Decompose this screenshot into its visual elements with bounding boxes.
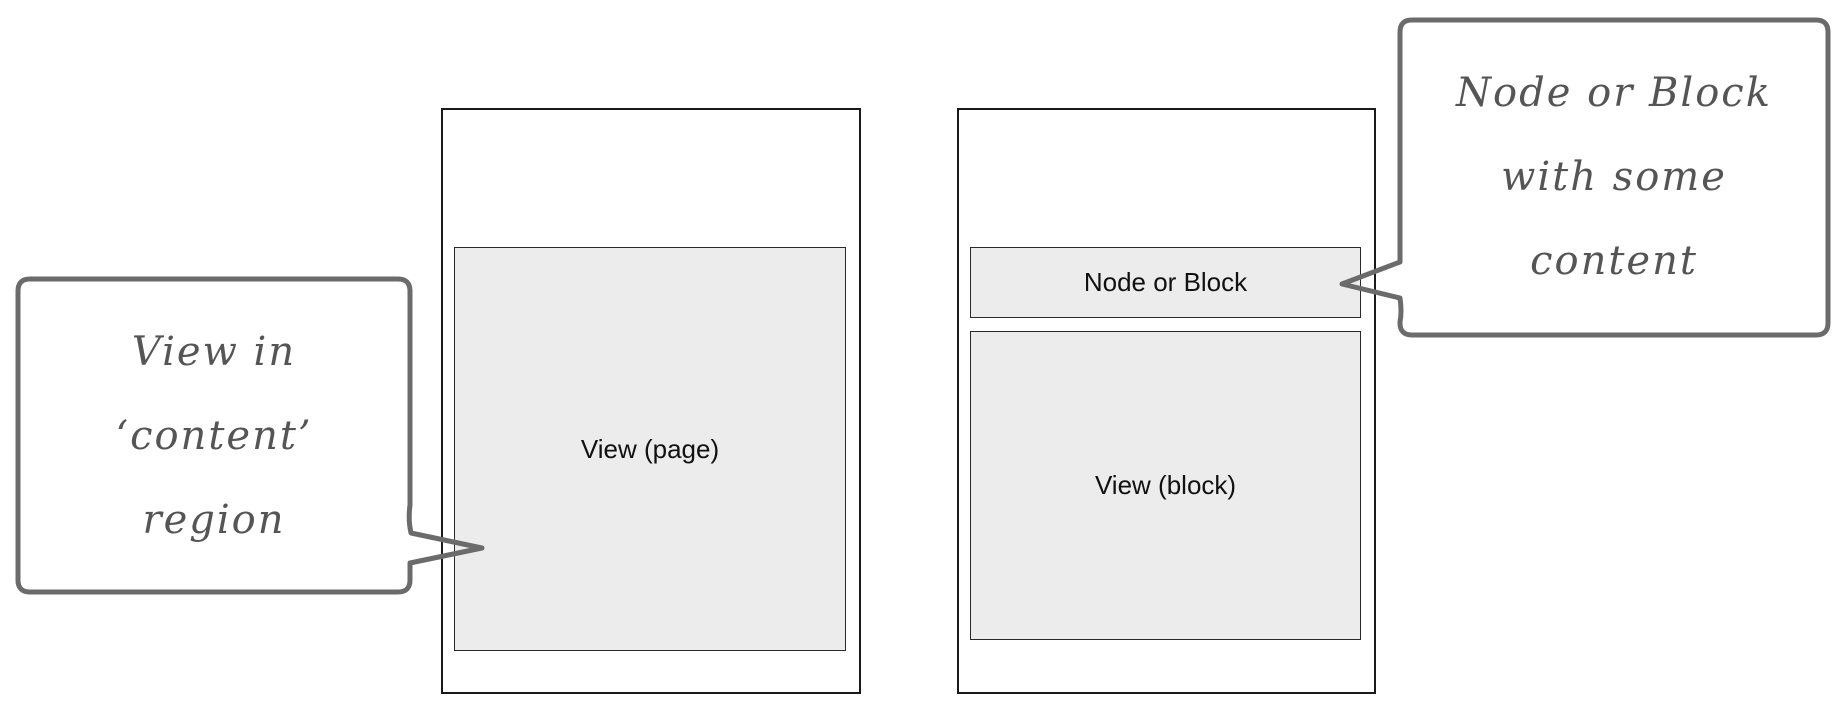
right-callout-line: content — [1530, 238, 1698, 284]
left-callout-text: View in ‘content’ region — [22, 284, 406, 588]
node-or-block-region: Node or Block — [970, 247, 1361, 318]
right-callout-text: Node or Block with some content — [1404, 24, 1824, 330]
view-block-label: View (block) — [1094, 470, 1237, 500]
right-callout-bubble — [1339, 17, 1831, 338]
right-callout-line: with some — [1501, 154, 1727, 200]
node-or-block-label: Node or Block — [1083, 267, 1248, 297]
view-block-region: View (block) — [970, 331, 1361, 640]
right-callout-line: Node or Block — [1456, 70, 1772, 116]
left-callout-bubble — [15, 276, 485, 595]
left-callout-line: ‘content’ — [115, 413, 313, 459]
view-page-region: View (page) — [454, 247, 846, 651]
view-page-label: View (page) — [580, 433, 720, 464]
left-callout-line: region — [142, 497, 286, 543]
left-callout-line: View in — [131, 329, 297, 375]
